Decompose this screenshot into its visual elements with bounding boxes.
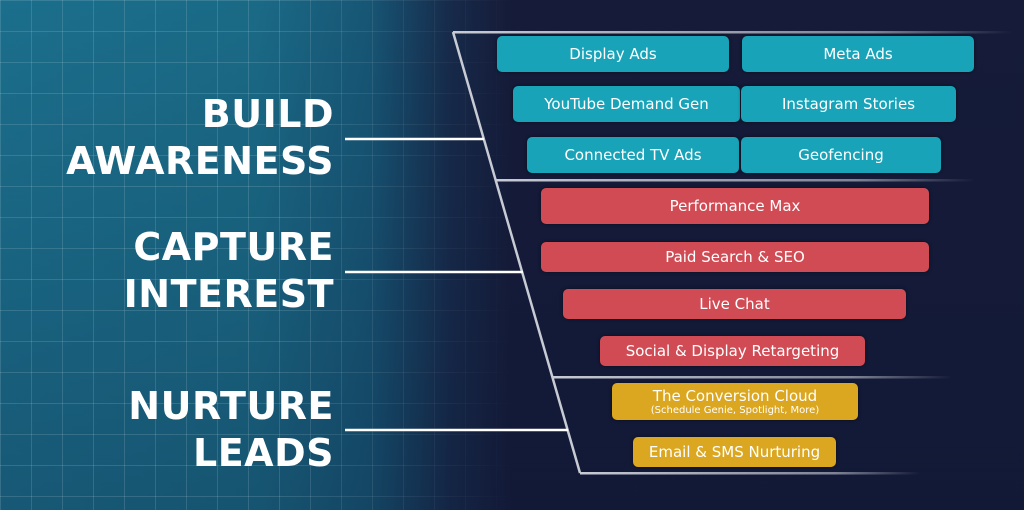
channel-display-ads: Display Ads xyxy=(497,36,729,72)
stage-label-line: NURTURE xyxy=(128,384,334,428)
stage-label-line: BUILD xyxy=(201,92,334,136)
channel-label: The Conversion Cloud xyxy=(652,387,818,405)
channel-instagram-stories: Instagram Stories xyxy=(741,86,956,122)
channel-geofencing: Geofencing xyxy=(741,137,941,173)
funnel-divider-1 xyxy=(495,179,975,182)
channel-paid-search-seo: Paid Search & SEO xyxy=(541,242,929,272)
funnel-side-line xyxy=(451,31,582,474)
stage-label-line: LEADS xyxy=(193,431,334,475)
funnel-divider-2 xyxy=(552,376,952,379)
channel-conversion-cloud: The Conversion Cloud (Schedule Genie, Sp… xyxy=(612,383,858,420)
stage-label-line: INTEREST xyxy=(123,272,334,316)
funnel-top-line xyxy=(453,31,1013,34)
stage-capture-interest: CAPTURE INTEREST xyxy=(124,224,334,318)
grid-pattern xyxy=(0,0,520,510)
stage-nurture-leads: NURTURE LEADS xyxy=(128,383,334,477)
channel-meta-ads: Meta Ads xyxy=(742,36,974,72)
channel-sublabel: (Schedule Genie, Spotlight, More) xyxy=(650,405,820,416)
channel-connected-tv-ads: Connected TV Ads xyxy=(527,137,739,173)
stage-build-awareness: BUILD AWARENESS xyxy=(66,91,334,185)
channel-email-sms-nurturing: Email & SMS Nurturing xyxy=(633,437,836,467)
channel-performance-max: Performance Max xyxy=(541,188,929,224)
channel-social-display-retargeting: Social & Display Retargeting xyxy=(600,336,865,366)
funnel-bottom-line xyxy=(580,472,920,475)
channel-live-chat: Live Chat xyxy=(563,289,906,319)
stage-label-line: CAPTURE xyxy=(133,225,334,269)
stage-label-line: AWARENESS xyxy=(66,139,334,183)
channel-youtube-demand-gen: YouTube Demand Gen xyxy=(513,86,740,122)
